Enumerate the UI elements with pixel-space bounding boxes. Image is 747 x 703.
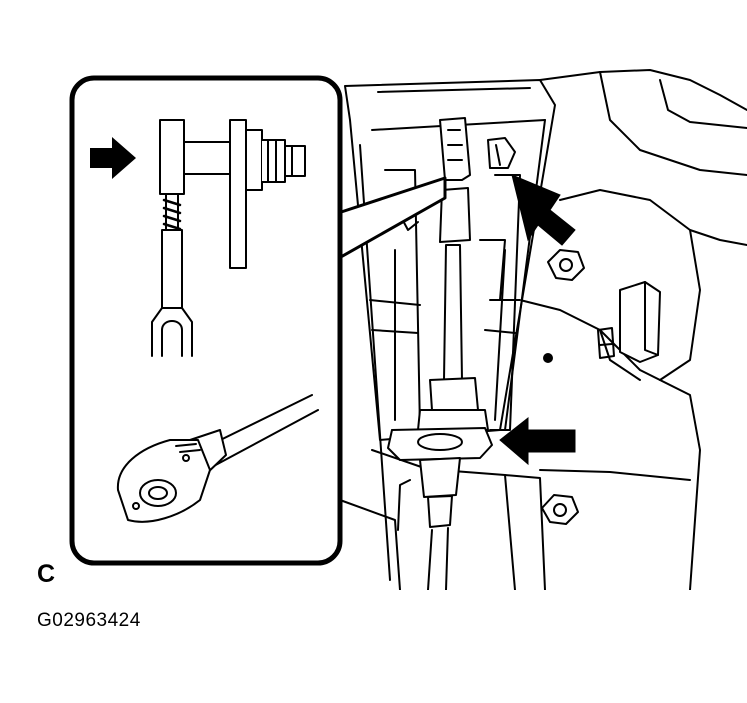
inset-cable-end [116, 394, 319, 523]
upper-pin [487, 137, 516, 169]
bolt-lower [541, 494, 579, 525]
bolt-upper [547, 249, 585, 281]
callout-frame [69, 75, 343, 566]
arrow-upper-right [511, 174, 576, 246]
figure-id: G02963424 [37, 610, 141, 631]
view-label: C [37, 560, 56, 588]
inset-rod [151, 193, 193, 357]
inset-lever-block [159, 119, 306, 269]
detail-callout [69, 75, 447, 566]
housing-outline [539, 69, 747, 111]
arrow-lower-right [499, 416, 576, 466]
main-assembly-drawing [339, 69, 747, 590]
cable-end-plate [387, 427, 493, 461]
shift-cable [397, 457, 461, 590]
side-bracket [619, 281, 661, 363]
inset-arrow [90, 137, 136, 179]
shift-lever [417, 117, 489, 431]
